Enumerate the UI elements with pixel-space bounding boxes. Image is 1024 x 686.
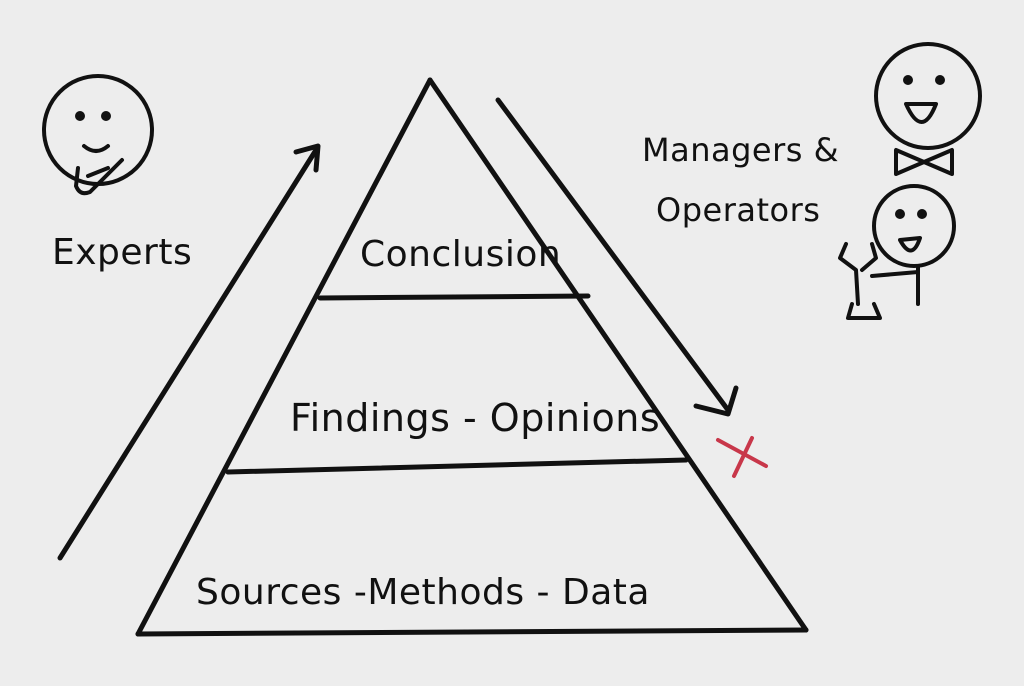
managers-operators-label: Managers & Operators bbox=[642, 120, 839, 240]
bowtie-face-icon bbox=[874, 42, 982, 176]
experts-label: Experts bbox=[52, 232, 193, 273]
operators-line: Operators bbox=[656, 191, 821, 229]
arrow-up-icon bbox=[57, 143, 321, 561]
tier-sources-label: Sources -Methods - Data bbox=[196, 572, 650, 613]
wrench-person-icon bbox=[838, 184, 956, 320]
tier-findings-label: Findings - Opinions bbox=[290, 396, 661, 440]
tier-divider-top bbox=[317, 293, 591, 301]
cross-icon bbox=[716, 436, 768, 478]
pyramid-outline bbox=[135, 77, 809, 637]
tier-divider-bottom bbox=[225, 457, 689, 475]
managers-line: Managers & bbox=[642, 131, 840, 169]
thinking-face-icon bbox=[42, 74, 154, 196]
tier-conclusion-label: Conclusion bbox=[360, 234, 562, 275]
arrow-down-icon bbox=[495, 97, 739, 417]
